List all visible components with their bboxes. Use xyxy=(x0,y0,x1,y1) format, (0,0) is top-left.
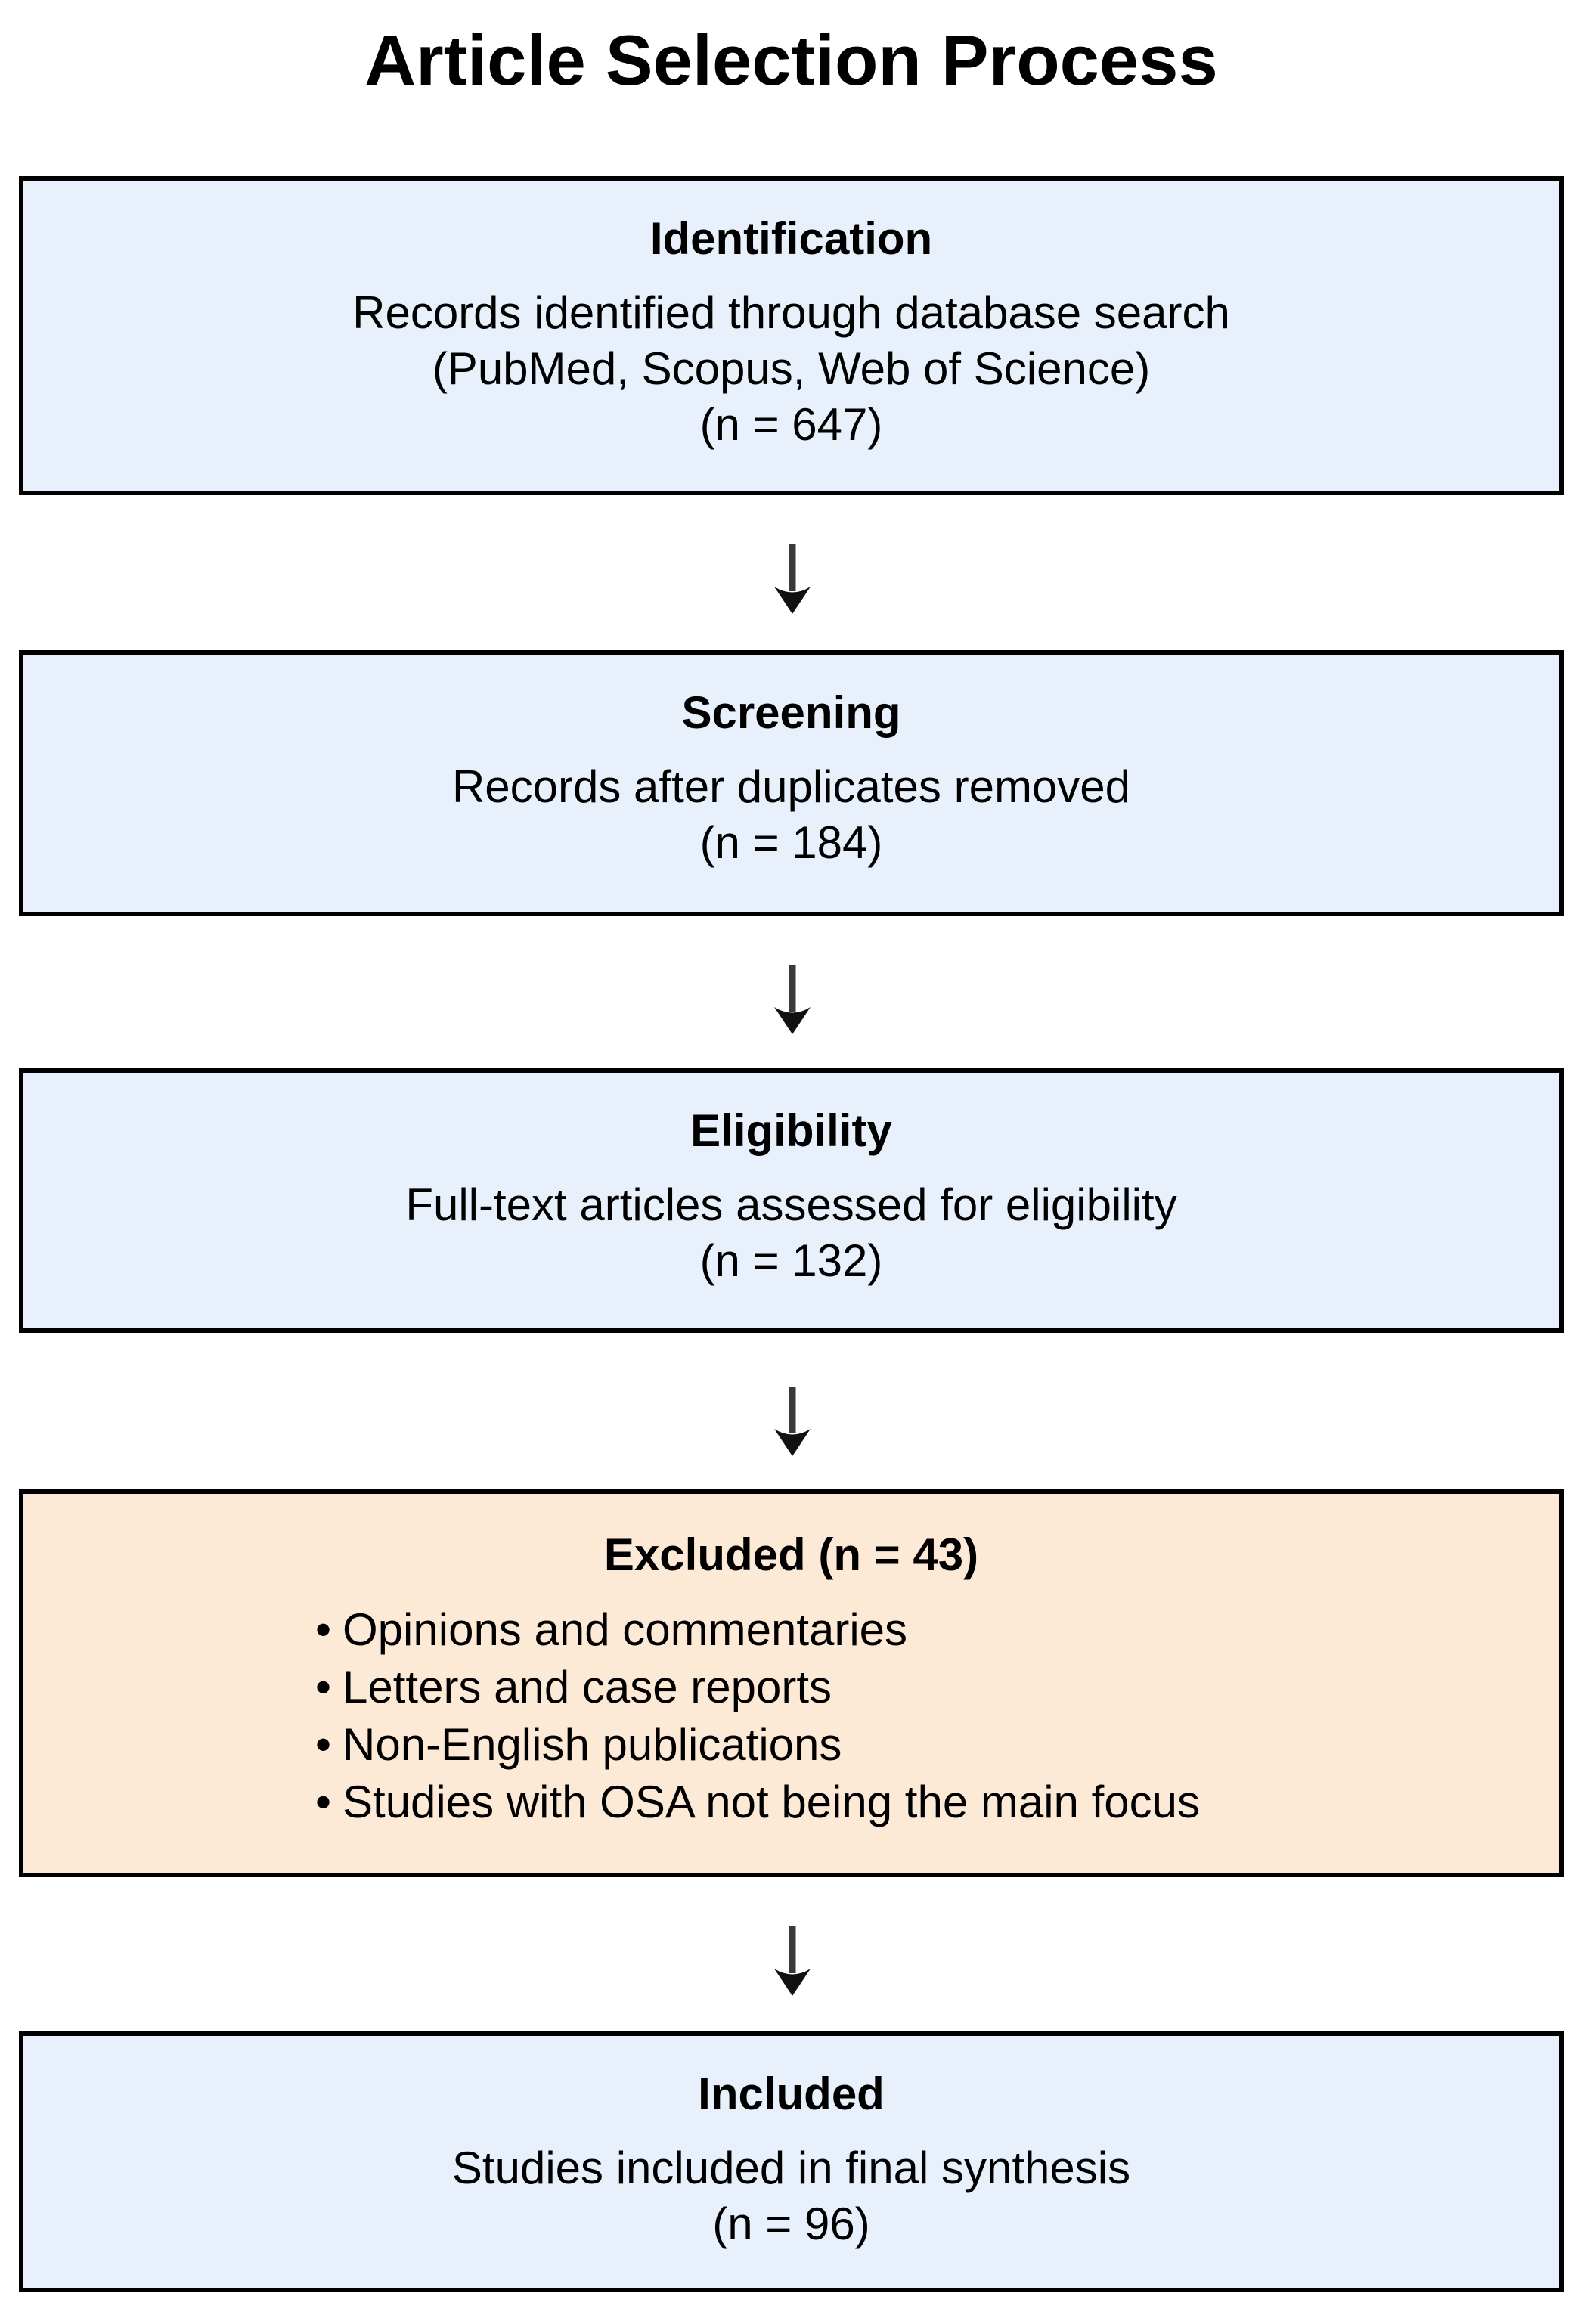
list-item: Letters and case reports xyxy=(320,1659,1529,1716)
box-line: Full-text articles assessed for eligibil… xyxy=(405,1179,1177,1230)
down-arrow-icon xyxy=(768,544,817,614)
box-line: (PubMed, Scopus, Web of Science) xyxy=(432,343,1151,394)
box-line: (n = 184) xyxy=(699,817,883,868)
flow-box-eligibility: Eligibility Full-text articles assessed … xyxy=(19,1068,1564,1333)
box-line: Studies included in final synthesis xyxy=(451,2143,1131,2193)
flow-box-identification: Identification Records identified throug… xyxy=(19,176,1564,495)
list-item: Opinions and commentaries xyxy=(320,1601,1529,1659)
box-line: Records identified through database sear… xyxy=(352,287,1230,338)
excluded-reasons-list: Opinions and commentaries Letters and ca… xyxy=(23,1601,1559,1831)
box-heading-screening: Screening xyxy=(681,687,901,738)
down-arrow-icon xyxy=(768,1926,817,1996)
list-item: Non-English publications xyxy=(320,1716,1529,1774)
box-line: (n = 132) xyxy=(699,1235,883,1286)
box-heading-included: Included xyxy=(698,2068,885,2119)
list-item: Studies with OSA not being the main focu… xyxy=(320,1774,1529,1831)
box-line: (n = 96) xyxy=(712,2199,870,2249)
box-line: Records after duplicates removed xyxy=(451,761,1131,812)
page-title: Article Selection Process xyxy=(364,20,1218,100)
box-heading-identification: Identification xyxy=(649,213,933,264)
flow-box-screening: Screening Records after duplicates remov… xyxy=(19,650,1564,916)
box-heading-eligibility: Eligibility xyxy=(690,1105,892,1156)
flow-box-included: Included Studies included in final synth… xyxy=(19,2031,1564,2292)
down-arrow-icon xyxy=(768,1387,817,1456)
flow-box-excluded: Excluded (n = 43) Opinions and commentar… xyxy=(19,1489,1564,1877)
box-heading-excluded: Excluded (n = 43) xyxy=(603,1529,979,1580)
down-arrow-icon xyxy=(768,965,817,1034)
box-line: (n = 647) xyxy=(699,399,883,450)
